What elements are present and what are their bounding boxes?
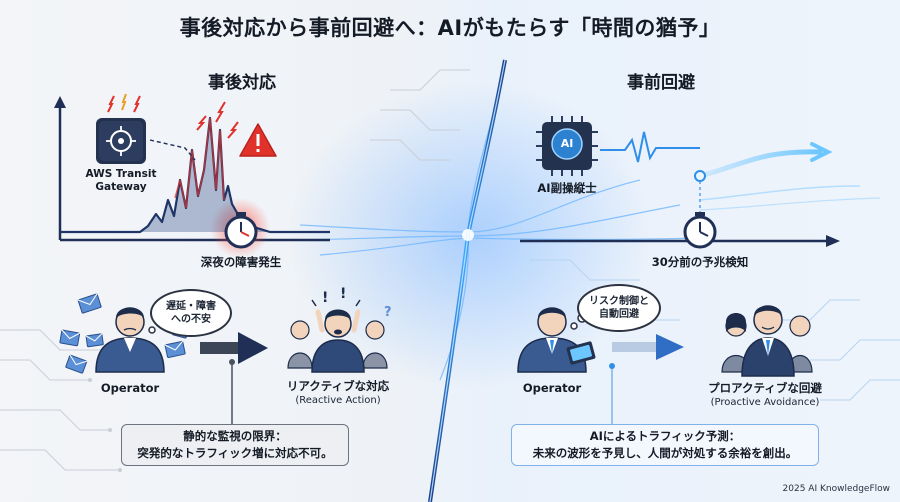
arrow-right-icon-right <box>612 334 684 360</box>
anxiety-thought-bubble: 遅延・障害への不安 <box>150 289 232 337</box>
bubble-right-line2: 自動回避 <box>599 309 639 320</box>
reactive-label: リアクティブな対応 <box>286 379 390 393</box>
clock-icon-left <box>224 212 258 249</box>
svg-text:?: ? <box>384 305 392 320</box>
proactive-sublabel: (Proactive Avoidance) <box>710 397 820 408</box>
ai-copilot-label: AI副操縦士 <box>537 181 597 195</box>
operator-person-right <box>517 307 596 373</box>
left-event-label: 深夜の障害発生 <box>200 255 282 269</box>
right-heading: 事前回避 <box>627 73 695 93</box>
left-heading: 事後対応 <box>208 73 276 93</box>
right-traffic-chart <box>520 131 881 247</box>
device-label-line1: AWS Transit <box>85 168 157 180</box>
bubble-left-line1: 遅延・障害 <box>166 301 216 312</box>
circuit-traces-right <box>530 259 900 401</box>
svg-text:!: ! <box>322 290 328 306</box>
ai-chip-text: AI <box>560 137 574 150</box>
operator-label-left: Operator <box>100 381 160 395</box>
clock-icon-right <box>683 212 717 249</box>
right-note-line1: AIによるトラフィック予測： <box>589 429 741 443</box>
control-thought-bubble: リスク制御と自動回避 <box>577 284 661 332</box>
operator-person-left <box>95 307 165 373</box>
right-note-line2: 未来の波形を予見し、人間が対処する余裕を創出。 <box>532 446 798 460</box>
left-note-box: 静的な監視の限界： 突発的なトラフィック増に対応不可。 <box>121 424 349 466</box>
footer-credit: 2025 AI KnowledgeFlow <box>782 484 890 494</box>
right-event-label: 30分前の予兆検知 <box>651 255 749 269</box>
left-note-line1: 静的な監視の限界： <box>183 429 287 443</box>
right-note-box: AIによるトラフィック予測： 未来の波形を予見し、人間が対処する余裕を創出。 <box>511 424 819 466</box>
arrow-right-icon-left <box>200 332 268 364</box>
bubble-left-line2: への不安 <box>171 314 211 325</box>
stressed-team-icon: ! ! ? <box>287 286 392 373</box>
svg-text:!: ! <box>340 286 346 302</box>
page-title: 事後対応から事前回避へ：AIがもたらす「時間の猶予」 <box>179 16 721 40</box>
left-note-line2: 突発的なトラフィック増に対応不可。 <box>137 446 333 460</box>
convergence-lines <box>299 89 701 381</box>
calm-team-icon <box>721 305 813 377</box>
device-label-line2: Gateway <box>95 181 147 193</box>
proactive-label: プロアクティブな回避 <box>708 381 822 395</box>
bubble-right-line1: リスク制御と <box>589 296 649 307</box>
divider-line <box>428 59 507 502</box>
device-label: AWS Transit Gateway <box>78 168 164 194</box>
reactive-sublabel: (Reactive Action) <box>295 395 381 406</box>
circuit-traces-left <box>0 69 470 471</box>
network-router-icon <box>96 93 146 164</box>
ai-chip-icon <box>536 116 598 176</box>
operator-label-right: Operator <box>522 381 582 395</box>
